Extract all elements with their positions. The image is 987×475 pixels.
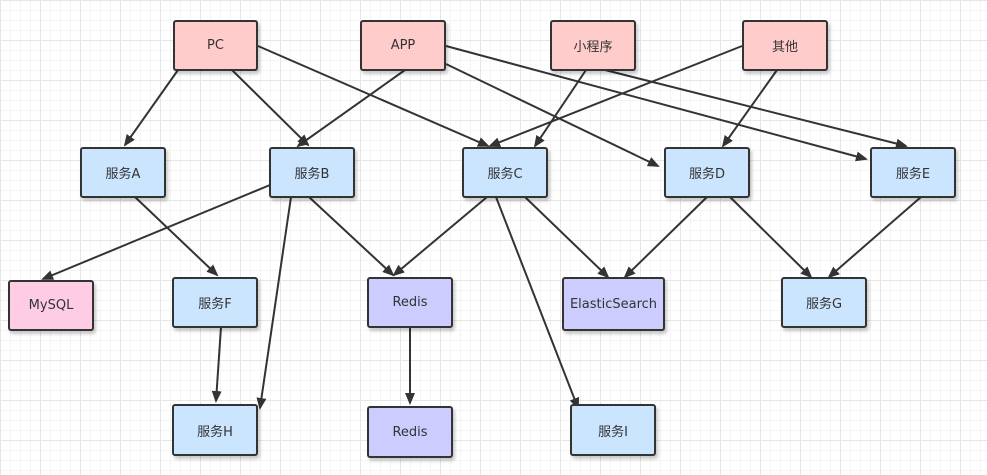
- node-redis-2-label: Redis: [392, 424, 428, 440]
- node-pc: PC: [173, 20, 258, 71]
- edge-other-to-service-c: [488, 45, 743, 147]
- node-service-b-label: 服务B: [294, 167, 330, 182]
- node-mysql-label: MySQL: [28, 298, 74, 313]
- edge-miniprogram-to-service-c: [533, 69, 587, 148]
- node-mysql: MySQL: [8, 280, 94, 331]
- node-elasticsearch-label: ElasticSearch: [569, 296, 658, 312]
- node-app-label: APP: [390, 38, 416, 53]
- edge-service-d-to-service-g: [729, 196, 813, 279]
- node-service-e-label: 服务E: [895, 167, 931, 182]
- edge-service-b-to-service-h: [256, 196, 292, 410]
- edge-service-f-to-service-h: [211, 326, 222, 403]
- edge-app-to-service-e: [445, 45, 868, 162]
- node-redis-1: Redis: [367, 277, 453, 328]
- node-miniprogram-label: 小程序: [573, 40, 613, 55]
- node-service-h-label: 服务H: [197, 424, 233, 440]
- edge-service-c-to-redis-1: [392, 196, 488, 277]
- node-service-a-label: 服务A: [105, 167, 141, 182]
- node-service-f: 服务F: [172, 277, 258, 328]
- node-redis-1-label: Redis: [392, 295, 428, 310]
- node-service-f-label: 服务F: [198, 297, 232, 312]
- node-service-i-label: 服务I: [598, 424, 628, 440]
- node-service-a: 服务A: [80, 147, 166, 198]
- edge-service-b-to-redis-1: [308, 196, 395, 277]
- node-service-c-label: 服务C: [487, 167, 523, 182]
- edge-service-d-to-elasticsearch: [623, 196, 708, 279]
- edge-service-c-to-elasticsearch: [524, 196, 610, 279]
- edge-miniprogram-to-service-e: [604, 69, 908, 149]
- edge-app-to-service-b: [296, 69, 406, 148]
- node-service-i: 服务I: [570, 404, 656, 456]
- edge-service-c-to-service-i: [495, 196, 580, 410]
- node-miniprogram: 小程序: [550, 20, 636, 71]
- node-app: APP: [360, 20, 446, 71]
- node-other: 其他: [742, 20, 828, 71]
- node-pc-label: PC: [207, 38, 224, 53]
- node-service-g-label: 服务G: [805, 297, 843, 312]
- node-redis-2: Redis: [367, 406, 453, 458]
- node-service-d: 服务D: [664, 147, 750, 198]
- node-service-b: 服务B: [269, 147, 355, 198]
- node-service-e: 服务E: [870, 147, 956, 198]
- node-other-label: 其他: [771, 40, 798, 55]
- node-service-h: 服务H: [172, 404, 258, 456]
- node-service-d-label: 服务D: [688, 167, 725, 182]
- node-service-g: 服务G: [781, 277, 867, 328]
- edge-pc-to-service-a: [123, 69, 179, 147]
- edge-other-to-service-d: [721, 69, 778, 148]
- edge-pc-to-service-c: [257, 45, 490, 147]
- node-elasticsearch: ElasticSearch: [562, 277, 665, 331]
- edge-service-e-to-service-g: [827, 196, 922, 279]
- edge-pc-to-service-b: [231, 69, 310, 147]
- edge-service-b-to-mysql: [41, 184, 271, 280]
- node-service-c: 服务C: [462, 147, 548, 198]
- edge-service-a-to-service-f: [134, 196, 219, 277]
- edge-app-to-service-d: [445, 63, 660, 167]
